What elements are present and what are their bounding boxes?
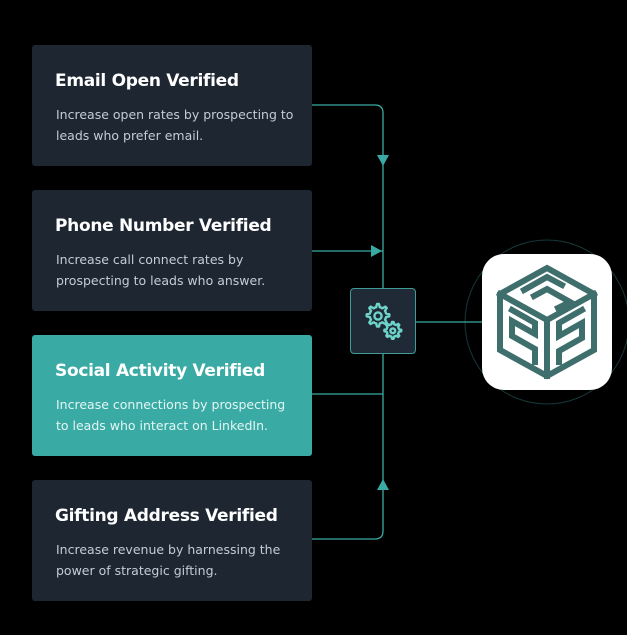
connector-gifting (312, 354, 384, 540)
card-email-open-verified[interactable]: Email Open Verified Increase open rates … (32, 45, 312, 166)
card-title: Phone Number Verified (55, 216, 272, 236)
arrow-down-icon (377, 155, 389, 166)
card-title: Gifting Address Verified (55, 506, 278, 526)
card-description: Increase open rates by prospecting to le… (56, 107, 294, 143)
gears-icon (365, 302, 403, 340)
isometric-cube-logo-icon (495, 264, 599, 380)
arrow-right-icon (371, 245, 382, 257)
card-social-activity-verified[interactable]: Social Activity Verified Increase connec… (32, 335, 312, 456)
logo-tile (482, 254, 612, 390)
gears-hub (350, 288, 416, 354)
card-description: Increase call connect rates by prospecti… (56, 252, 266, 288)
card-phone-number-verified[interactable]: Phone Number Verified Increase call conn… (32, 190, 312, 311)
card-title: Social Activity Verified (55, 361, 265, 381)
connector-email (312, 104, 384, 288)
card-gifting-address-verified[interactable]: Gifting Address Verified Increase revenu… (32, 480, 312, 601)
card-description: Increase connections by prospecting to l… (56, 397, 286, 433)
card-description: Increase revenue by harnessing the power… (56, 542, 281, 578)
arrow-up-icon (377, 479, 389, 490)
card-title: Email Open Verified (55, 71, 239, 91)
